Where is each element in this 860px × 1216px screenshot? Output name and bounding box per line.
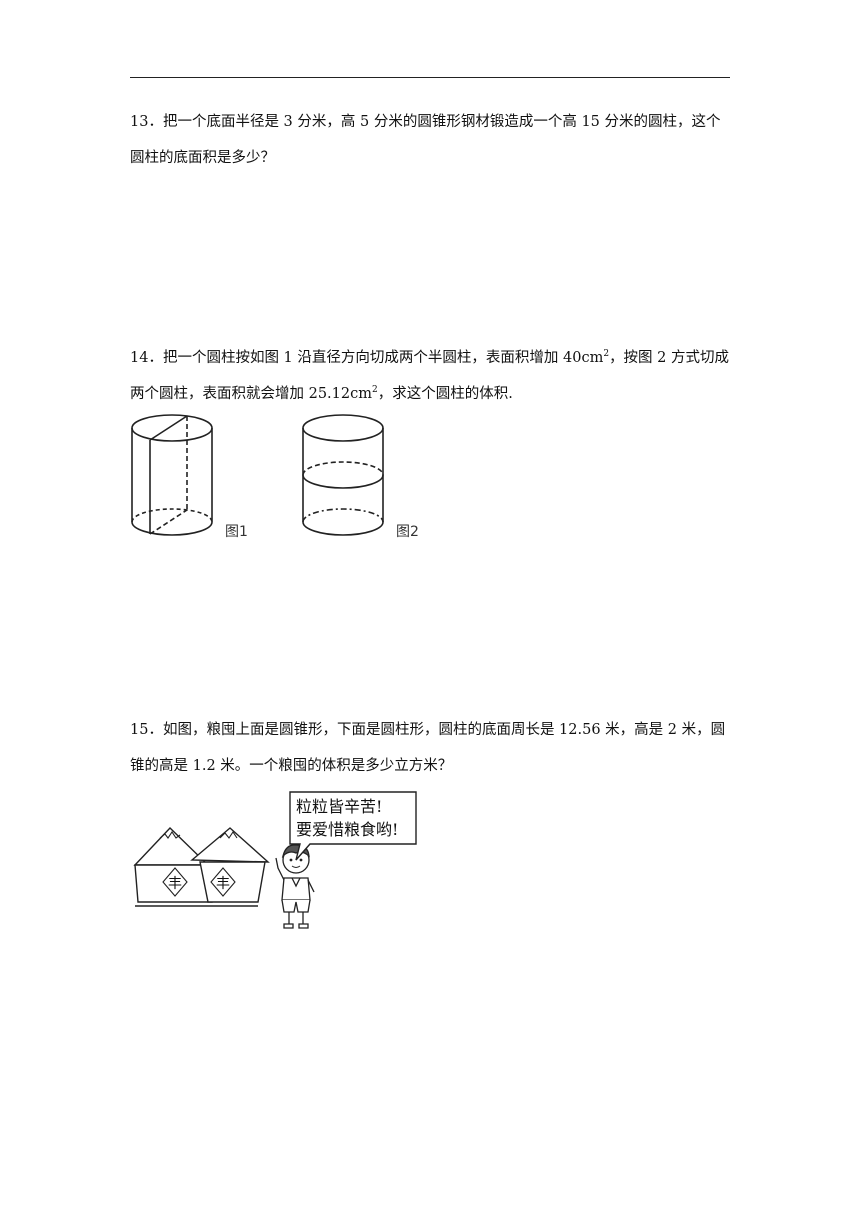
question-15-line-2: 锥的高是 1.2 米。一个粮囤的体积是多少立方米？ [130, 758, 453, 774]
question-15-number: 15． [130, 722, 163, 738]
question-14-line-1: 14．把一个圆柱按如图 1 沿直径方向切成两个半圆柱，表面积增加 40cm2，按… [130, 340, 730, 376]
child-figure [275, 844, 315, 929]
question-14-number: 14． [130, 350, 163, 366]
figure-2-cylinder: 图2 [302, 414, 419, 540]
question-14-text-1b: ，按图 2 方式切成 [609, 350, 730, 366]
granary-sign-left: 丰 [168, 876, 182, 892]
speech-bubble: 粒粒皆辛苦! 要爱惜粮食哟! [289, 791, 417, 861]
figure-1-label: 图1 [225, 524, 248, 540]
question-15: 15．如图，粮囤上面是圆锥形，下面是圆柱形，圆柱的底面周长是 12.56 米，高… [130, 712, 730, 784]
squared-sup: 2 [603, 349, 610, 360]
question-15-text-1: 如图，粮囤上面是圆锥形，下面是圆柱形，圆柱的底面周长是 12.56 米，高是 2… [162, 722, 726, 738]
question-14: 14．把一个圆柱按如图 1 沿直径方向切成两个半圆柱，表面积增加 40cm2，按… [130, 340, 730, 412]
question-14-text-1a: 把一个圆柱按如图 1 沿直径方向切成两个半圆柱，表面积增加 40cm [162, 350, 604, 366]
question-13-text-1: 把一个底面半径是 3 分米，高 5 分米的圆锥形钢材锻造成一个高 15 分米的圆… [162, 114, 721, 130]
question-15-line-1: 15．如图，粮囤上面是圆锥形，下面是圆柱形，圆柱的底面周长是 12.56 米，高… [130, 712, 730, 748]
question-13-line-2: 圆柱的底面积是多少？ [130, 150, 275, 166]
question-13-number: 13． [130, 114, 163, 130]
figure-1-cylinder: 图1 [131, 414, 248, 540]
question-13: 13．把一个底面半径是 3 分米，高 5 分米的圆锥形钢材锻造成一个高 15 分… [130, 104, 730, 176]
header-rule [130, 77, 730, 78]
question-13-line-1: 13．把一个底面半径是 3 分米，高 5 分米的圆锥形钢材锻造成一个高 15 分… [130, 104, 730, 140]
granary-sign-right: 丰 [216, 876, 230, 892]
question-14-line-2: 两个圆柱，表面积就会增加 25.12cm2，求这个圆柱的体积. [130, 376, 730, 412]
bubble-line-1: 粒粒皆辛苦! [296, 797, 382, 816]
squared-sup: 2 [372, 385, 378, 396]
question-14-text-2b: ，求这个圆柱的体积. [377, 386, 513, 402]
question-14-text-2a: 两个圆柱，表面积就会增加 25.12cm [130, 386, 372, 402]
figure-2-label: 图2 [396, 524, 419, 540]
bubble-line-2: 要爱惜粮食哟! [296, 820, 398, 839]
granary-illustration: 丰 丰 [133, 827, 270, 907]
